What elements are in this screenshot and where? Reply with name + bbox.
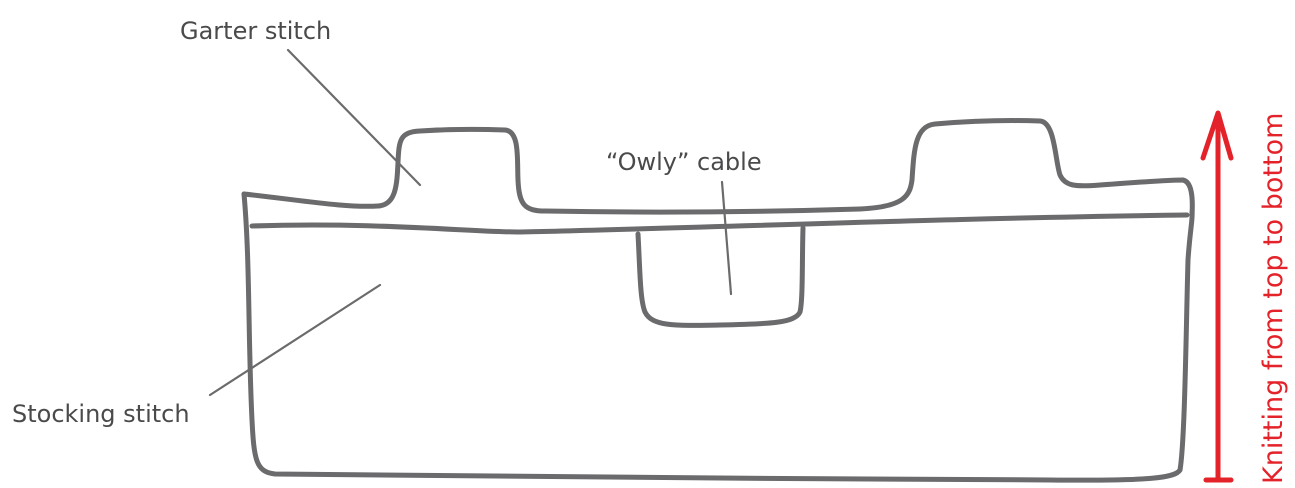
stocking-stitch-label: Stocking stitch — [12, 400, 190, 428]
direction-label: Knitting from top to bottom — [1258, 113, 1289, 484]
owly-cable-label: “Owly” cable — [606, 148, 762, 176]
direction-arrow-head — [1200, 110, 1234, 161]
stocking-body-outline — [241, 191, 1195, 483]
owly-cable-leader — [720, 180, 733, 296]
stocking-stitch-leader — [208, 283, 382, 397]
garter-stitch-leader — [286, 48, 422, 187]
cable-panel-outline — [635, 225, 806, 328]
band-divider-line — [249, 212, 1190, 235]
garter-band-outline — [241, 118, 1195, 218]
garter-stitch-label: Garter stitch — [180, 17, 331, 45]
